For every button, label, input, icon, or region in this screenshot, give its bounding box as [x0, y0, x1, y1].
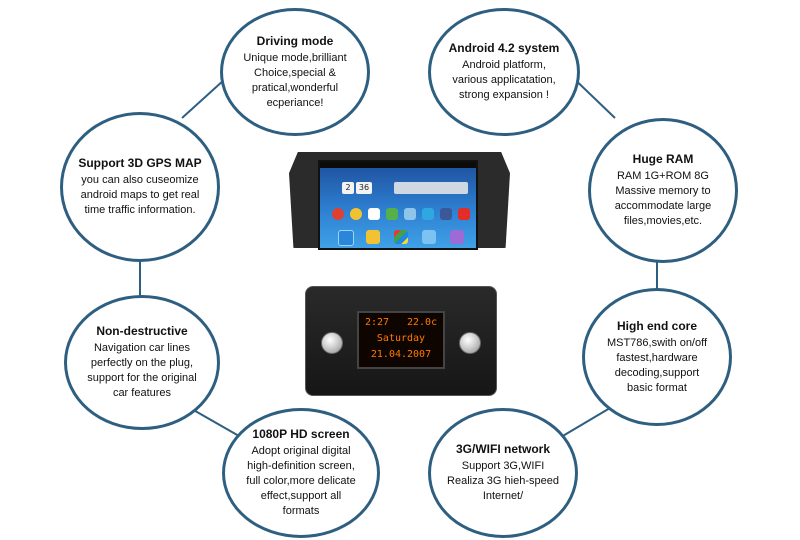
feature-circle-driving-mode: Driving mode Unique mode,brilliant Choic… [220, 8, 370, 136]
feature-title: High end core [616, 318, 697, 333]
clock-hour-widget: 2 [342, 182, 354, 194]
feature-text: pratical,wonderful [251, 81, 339, 94]
feature-text: perfectly on the plug, [90, 357, 194, 369]
feature-text: Navigation car lines [93, 342, 190, 354]
feature-title: Huge RAM [632, 152, 694, 166]
feature-circle-gps: Support 3D GPS MAP you can also cuseomiz… [60, 112, 220, 262]
feature-text: Choice,special & [254, 66, 336, 79]
gallery-app-icon[interactable] [350, 208, 362, 220]
feature-text: Unique mode,brilliant [243, 51, 347, 64]
android-screen: 2 36 [318, 160, 478, 250]
lcd-time: 2:27 [365, 317, 390, 328]
feature-text: fastest,hardware [616, 351, 698, 364]
feature-title: Driving mode [256, 33, 334, 48]
feature-circle-network: 3G/WIFI network Support 3G,WIFI Realiza … [428, 408, 578, 538]
feature-text: formats [282, 505, 320, 517]
feature-text: you can also cuseomize [81, 174, 199, 186]
feature-text: support for the original [87, 372, 197, 384]
feature-text: Adopt original digital [251, 445, 351, 457]
feature-text: full color,more delicate [246, 475, 356, 487]
lcd-day: Saturday [376, 333, 426, 344]
feature-text: android maps to get real [80, 189, 200, 201]
feature-text: car features [112, 387, 172, 399]
feature-text: Android platform, [462, 59, 546, 71]
feature-text: Realiza 3G hieh-speed [447, 475, 559, 487]
feature-title: 3G/WIFI network [455, 442, 550, 456]
clock-minute-widget: 36 [356, 182, 372, 194]
files-dock-icon[interactable] [366, 230, 380, 244]
feature-title: Support 3D GPS MAP [78, 156, 202, 170]
feature-text: basic format [627, 381, 687, 394]
music-widget [394, 182, 468, 194]
chrome-app-icon[interactable] [332, 208, 344, 220]
feature-title: Non-destructive [96, 324, 188, 338]
browser-dock-icon[interactable] [338, 230, 354, 246]
feature-text: MST786,swith on/off [606, 336, 708, 349]
left-knob[interactable] [321, 332, 343, 354]
apps-dock-icon[interactable] [394, 230, 408, 244]
feature-text: files,movies,etc. [623, 215, 703, 227]
right-knob[interactable] [459, 332, 481, 354]
feature-text: high-definition screen, [247, 460, 355, 472]
feature-text: various applicatation, [452, 74, 556, 86]
feature-text: time traffic information. [84, 204, 196, 216]
feature-title: Android 4.2 system [448, 41, 560, 55]
music-dock-icon[interactable] [450, 230, 464, 244]
radio-lcd-display: 2:27 22.0c Saturday 21.04.2007 [357, 311, 445, 369]
feature-text: ecperiance! [266, 96, 324, 109]
feature-text: Massive memory to [615, 185, 711, 197]
youtube-app-icon[interactable] [458, 208, 470, 220]
feature-text: decoding,support [614, 366, 700, 379]
feature-text: strong expansion ! [459, 89, 549, 101]
lcd-temperature: 22.0c [407, 317, 438, 328]
feature-text: RAM 1G+ROM 8G [616, 170, 709, 182]
maps-app-icon[interactable] [404, 208, 416, 220]
feature-text: effect,support all [260, 490, 342, 502]
feature-text: accommodate large [614, 200, 712, 212]
feature-circle-ram: Huge RAM RAM 1G+ROM 8G Massive memory to… [588, 118, 738, 263]
feature-text: Support 3G,WIFI [461, 460, 545, 472]
market-app-icon[interactable] [386, 208, 398, 220]
feature-circle-non-destructive: Non-destructive Navigation car lines per… [64, 295, 220, 430]
gmail-app-icon[interactable] [368, 208, 380, 220]
feature-circle-screen: 1080P HD screen Adopt original digital h… [222, 408, 380, 538]
status-bar [320, 162, 476, 168]
connector-line [555, 407, 611, 441]
feature-title: 1080P HD screen [252, 427, 350, 441]
feature-circle-android: Android 4.2 system Android platform, var… [428, 8, 580, 136]
settings-dock-icon[interactable] [422, 230, 436, 244]
facebook-app-icon[interactable] [440, 208, 452, 220]
skype-app-icon[interactable] [422, 208, 434, 220]
lcd-date: 21.04.2007 [370, 349, 432, 360]
feature-circle-core: High end core MST786,swith on/off fastes… [582, 288, 732, 426]
feature-text: Internet/ [482, 490, 524, 502]
